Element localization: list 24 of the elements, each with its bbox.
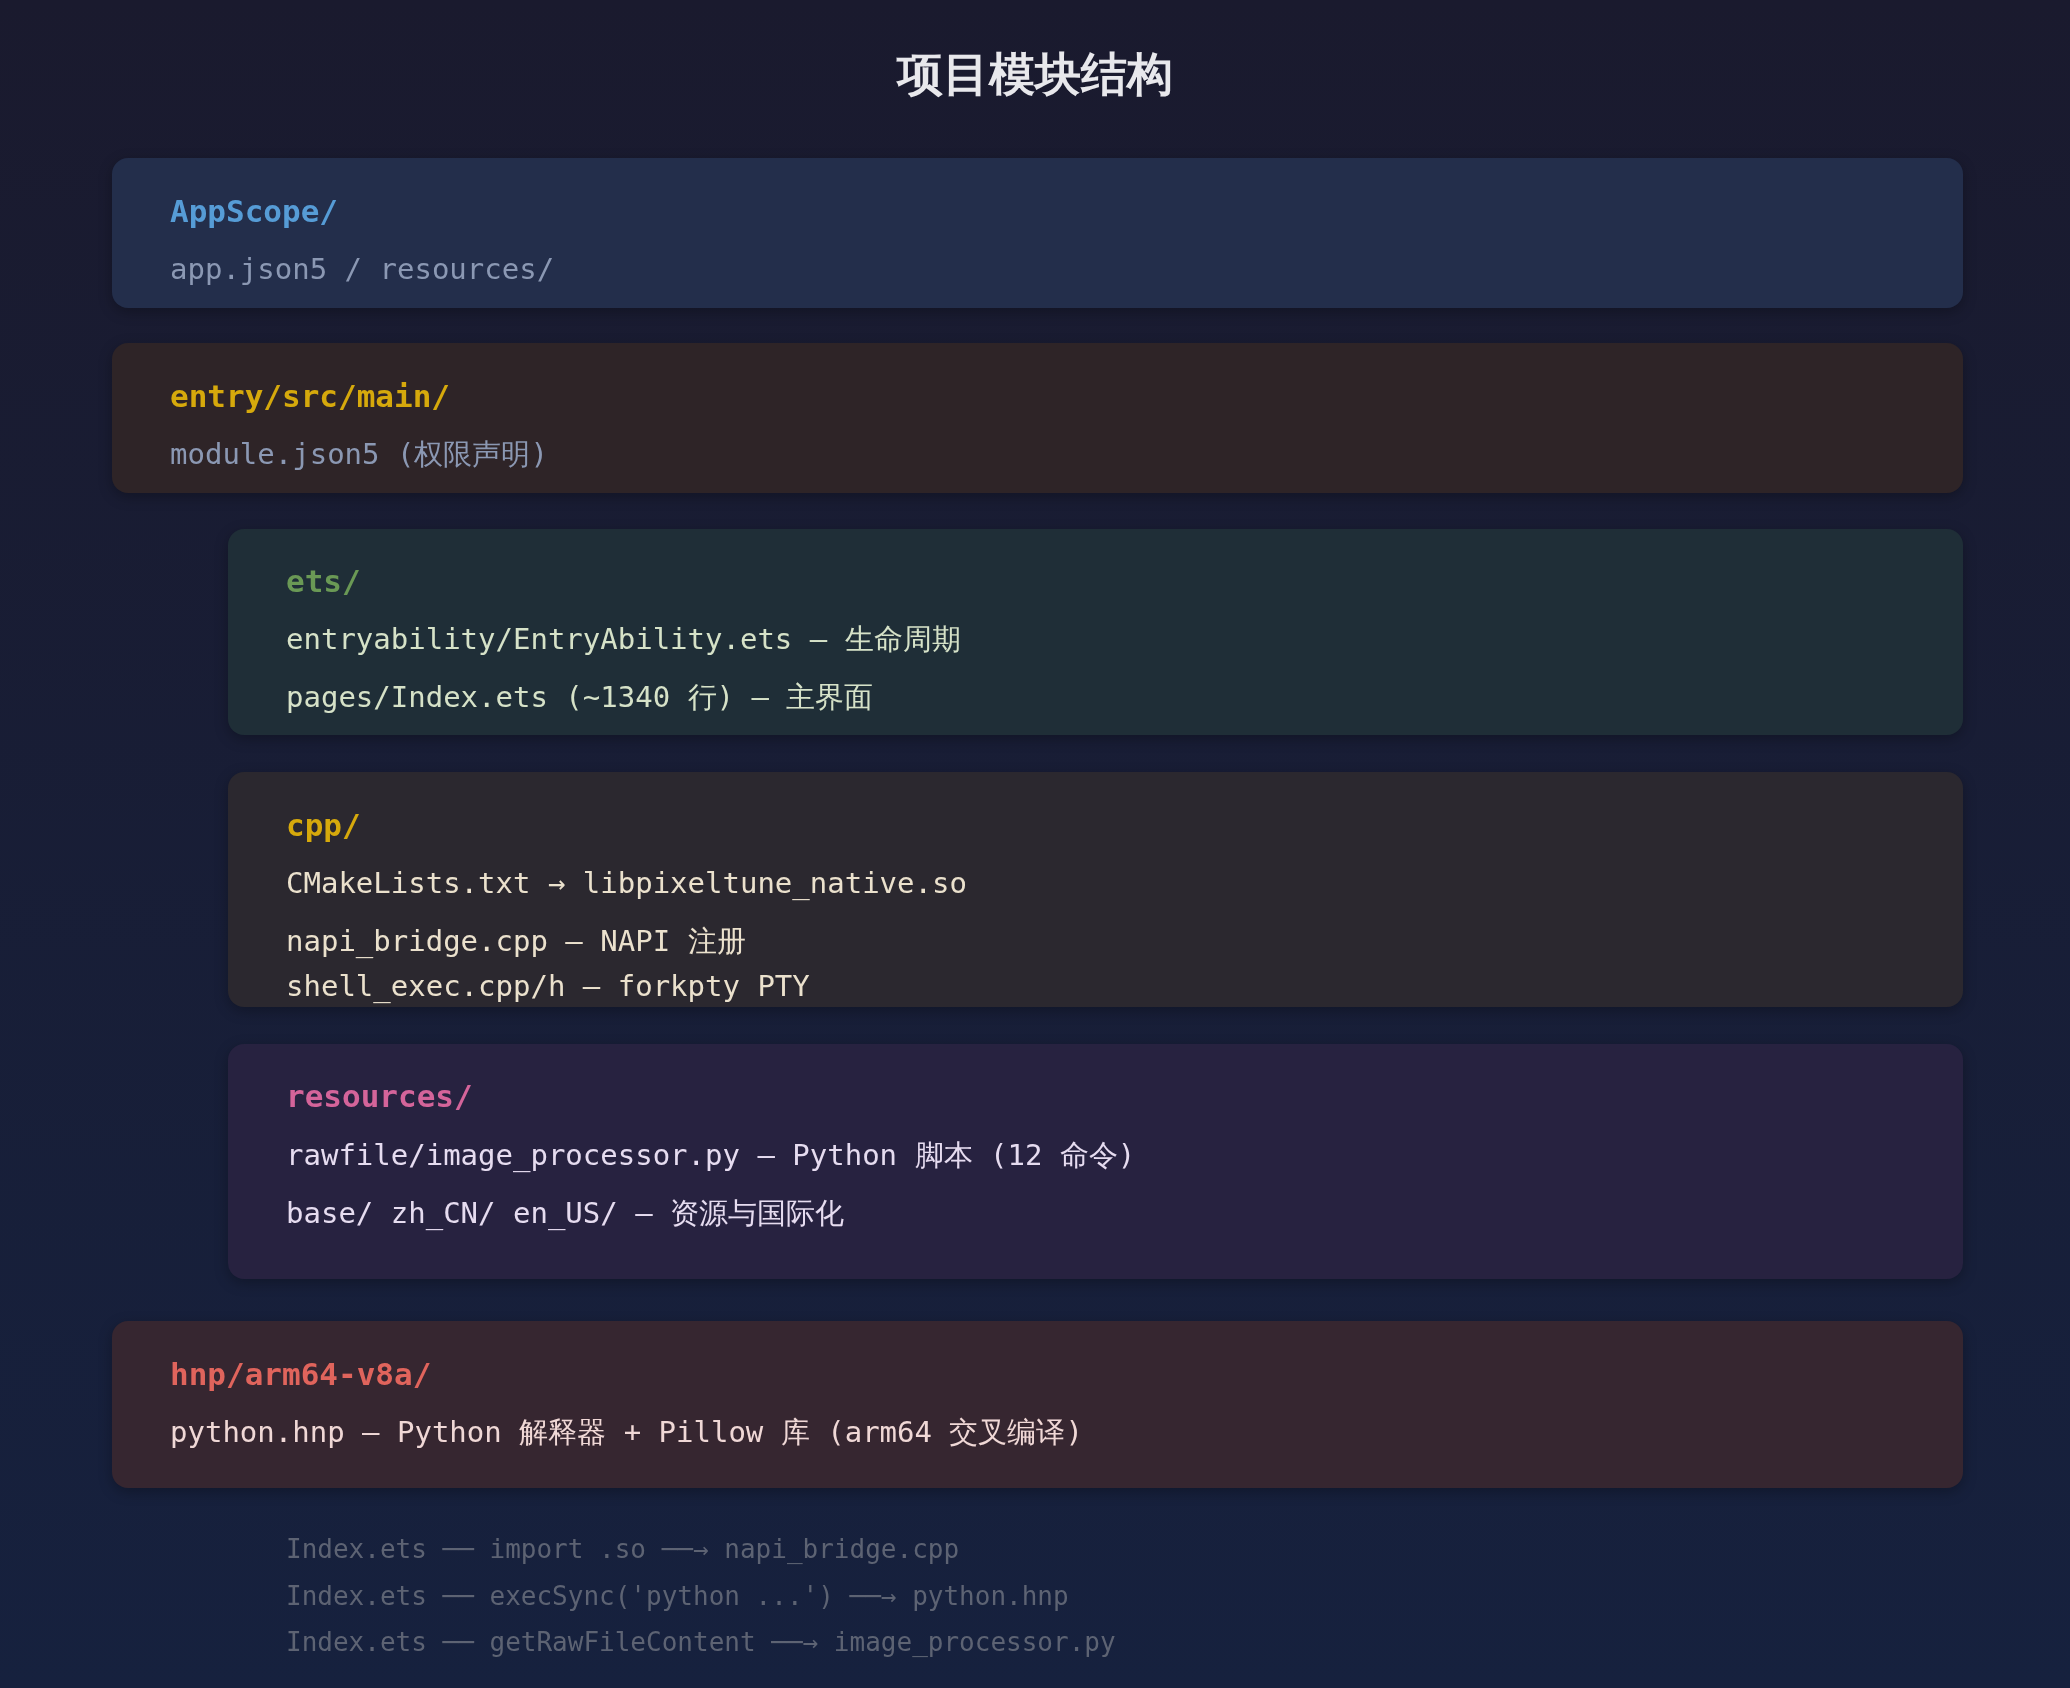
directory-panel [112, 158, 1963, 308]
folder-name: resources/ [286, 1079, 473, 1113]
file-description: pages/Index.ets (~1340 行) — 主界面 [286, 680, 874, 714]
file-description: python.hnp — Python 解释器 + Pillow 库 (arm64 交叉编译) [170, 1415, 1083, 1449]
dependency-note: Index.ets ── getRawFileContent ──→ image_processor.py [286, 1626, 1116, 1658]
folder-name: AppScope/ [170, 194, 338, 228]
file-description: CMakeLists.txt → libpixeltune_native.so [286, 866, 967, 900]
file-description: module.json5 (权限声明) [170, 437, 548, 471]
directory-panel [112, 1321, 1963, 1488]
dependency-note: Index.ets ── execSync('python ...') ──→ python.hnp [286, 1580, 1069, 1612]
directory-panel [112, 343, 1963, 493]
file-description: base/ zh_CN/ en_US/ — 资源与国际化 [286, 1196, 845, 1230]
directory-panel [228, 772, 1963, 1007]
folder-name: cpp/ [286, 808, 361, 842]
file-description: napi_bridge.cpp — NAPI 注册 [286, 924, 746, 958]
folder-name: hnp/arm64-v8a/ [170, 1357, 432, 1391]
file-description: shell_exec.cpp/h — forkpty PTY [286, 969, 810, 1003]
folder-name: ets/ [286, 564, 361, 598]
diagram-title: 项目模块结构 [895, 46, 1174, 103]
folder-name: entry/src/main/ [170, 379, 450, 413]
file-description: entryability/EntryAbility.ets — 生命周期 [286, 622, 961, 656]
file-description: app.json5 / resources/ [170, 252, 555, 286]
file-description: rawfile/image_processor.py — Python 脚本 (12 命令) [286, 1138, 1136, 1172]
dependency-note: Index.ets ── import .so ──→ napi_bridge.cpp [286, 1533, 960, 1565]
